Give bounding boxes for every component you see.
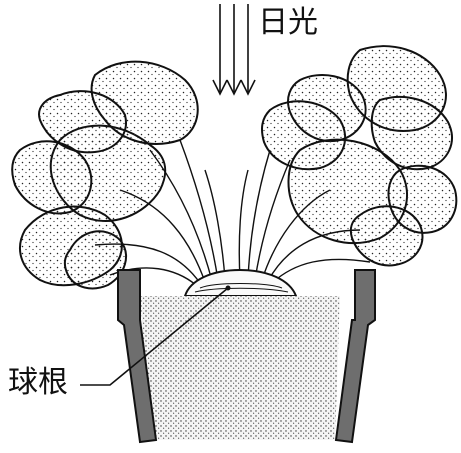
- right-leaves: [262, 46, 456, 265]
- tuber-label: 球根: [8, 368, 68, 398]
- left-leaves: [12, 62, 197, 289]
- sunlight-label: 日光: [258, 8, 318, 38]
- tuber-leader-dot: [226, 286, 231, 291]
- sunlight-arrows: [213, 4, 255, 94]
- pot-right-wall: [336, 270, 375, 442]
- soil: [140, 296, 340, 440]
- leaf: [351, 206, 423, 265]
